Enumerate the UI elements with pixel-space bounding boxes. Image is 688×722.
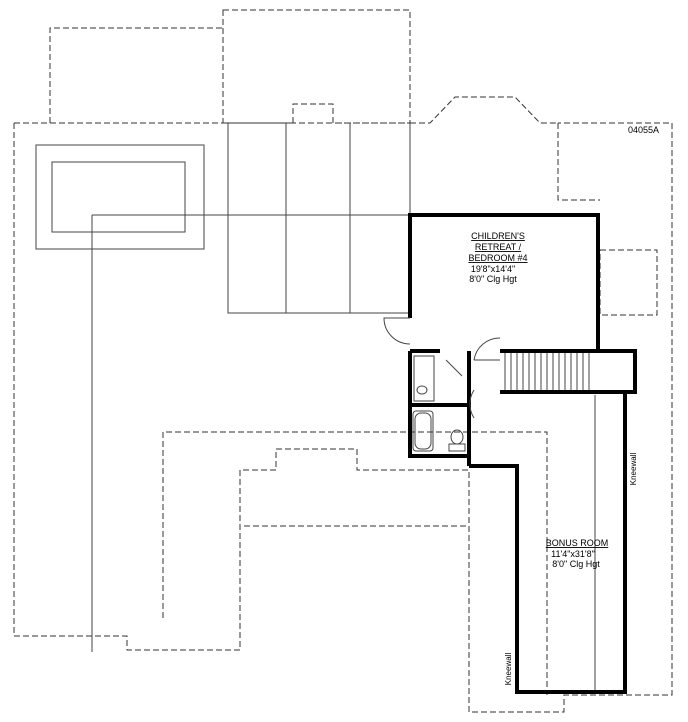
bathtub-basin-icon: [414, 412, 432, 450]
room-name-line3: BEDROOM #4: [468, 253, 527, 263]
room-label-childrens-retreat: CHILDREN'S RETREAT / BEDROOM #4 19'8"x14…: [468, 231, 527, 284]
room-dimensions: 11'4"x31'8": [551, 549, 595, 559]
roof-framing: [91, 123, 626, 692]
bathtub-icon: [412, 410, 434, 452]
pool-outline: [35, 144, 205, 250]
plan-id: 04055A: [628, 125, 659, 135]
room-dimensions: 19'8"x14'4": [471, 264, 515, 274]
room-ceiling-height: 8'0" Clg Hgt: [552, 559, 600, 569]
room-label-bonus-room: BONUS ROOM 11'4"x31'8" 8'0" Clg Hgt: [546, 538, 609, 569]
lower-floor-outline: [13, 9, 673, 713]
staircase: [504, 353, 590, 390]
kneewall-label-right: Kneewall: [629, 453, 638, 486]
room-name-line1: CHILDREN'S: [471, 231, 525, 241]
room-name: BONUS ROOM: [546, 538, 609, 548]
kneewall-label-left: Kneewall: [504, 653, 513, 686]
linen-closet: [413, 355, 435, 402]
room-name-line2: RETREAT /: [475, 242, 522, 252]
door-swings: [383, 317, 501, 419]
sink-icon: [416, 385, 428, 395]
toilet-tank-icon: [448, 443, 466, 452]
room-ceiling-height: 8'0" Clg Hgt: [469, 274, 517, 284]
upper-floor-walls: [408, 213, 637, 694]
bathroom-fixtures: [412, 355, 466, 452]
